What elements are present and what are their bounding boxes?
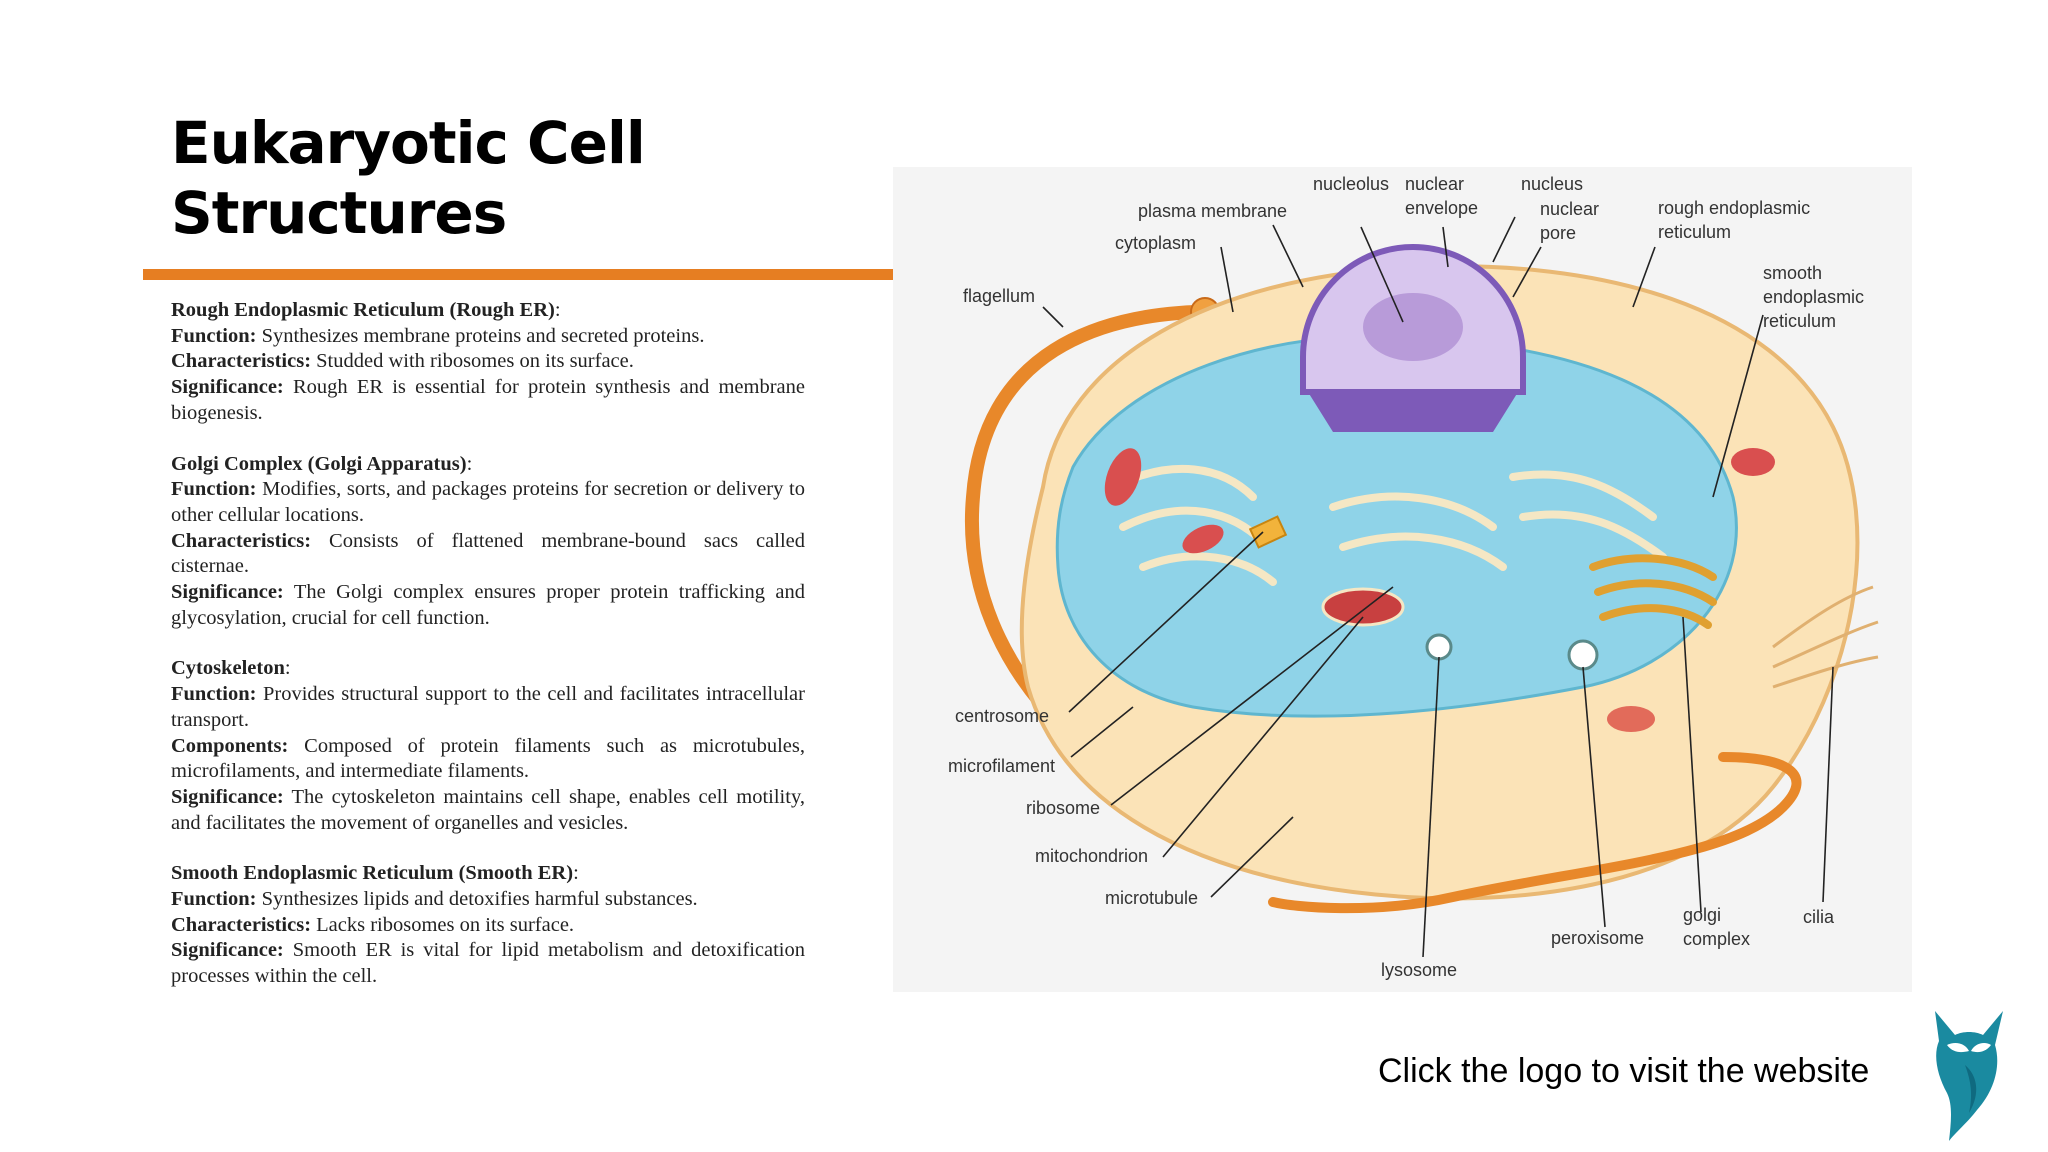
line-label: Significance: <box>171 581 284 604</box>
title-line-1: Eukaryotic Cell <box>171 109 646 177</box>
label-smooth-er-2: endoplasmic <box>1763 287 1864 307</box>
line-text: Smooth ER is vital for lipid metabolism … <box>171 939 805 988</box>
cilia-shape <box>1772 585 1879 689</box>
cilia-tail-shape <box>1268 752 1802 914</box>
label-cilia: cilia <box>1803 907 1835 927</box>
label-ribosome: ribosome <box>1026 798 1100 818</box>
label-peroxisome: peroxisome <box>1551 928 1644 948</box>
title-line-2: Structures <box>171 179 507 247</box>
line-text: Synthesizes membrane proteins and secret… <box>256 324 705 347</box>
section-golgi: Golgi Complex (Golgi Apparatus): Functio… <box>171 452 805 629</box>
section-title: Rough Endoplasmic Reticulum (Rough ER) <box>171 299 555 321</box>
owl-logo-icon[interactable] <box>1925 1005 2005 1145</box>
line-label: Function: <box>171 888 257 911</box>
line-label: Characteristics: <box>171 913 312 936</box>
label-nuclear-envelope-1: nuclear <box>1405 174 1464 194</box>
line-text: Provides structural support to the cell … <box>171 683 805 731</box>
line-text: Studded with ribosomes on its surface. <box>311 350 634 373</box>
label-microtubule: microtubule <box>1105 888 1198 908</box>
visit-website-caption: Click the logo to visit the website <box>1378 1052 1870 1090</box>
label-golgi-1: golgi <box>1683 905 1721 925</box>
line-label: Components: <box>171 734 289 757</box>
flagellum-shape <box>965 304 1240 734</box>
lysosome-shape <box>1425 633 1453 661</box>
line-label: Function: <box>171 478 257 501</box>
line-text: Synthesizes lipids and detoxifies harmfu… <box>256 888 698 911</box>
mitochondrion-shape <box>1104 448 1142 506</box>
mitochondrion-shape <box>1182 524 1224 554</box>
line-label: Significance: <box>171 939 284 962</box>
line-label: Function: <box>171 683 257 706</box>
section-cytoskeleton: Cytoskeleton: Function: Provides structu… <box>171 657 805 834</box>
line-label: Characteristics: <box>171 350 312 373</box>
line-label: Function: <box>171 324 257 347</box>
label-golgi-2: complex <box>1683 929 1750 949</box>
label-nucleus: nucleus <box>1521 174 1583 194</box>
label-nucleolus: nucleolus <box>1313 174 1389 194</box>
label-rough-er-2: reticulum <box>1658 222 1731 242</box>
label-cytoplasm: cytoplasm <box>1115 233 1196 253</box>
content-panel: Rough Endoplasmic Reticulum (Rough ER): … <box>171 298 805 1015</box>
label-nuclear-pore-2: pore <box>1540 223 1576 243</box>
label-smooth-er-3: reticulum <box>1763 311 1836 331</box>
slide-title: Eukaryotic Cell Structures <box>171 108 646 248</box>
section-title: Cytoskeleton <box>171 657 285 680</box>
centrosome-shape <box>1248 515 1288 549</box>
golgi-shape <box>1589 554 1717 629</box>
line-label: Significance: <box>171 785 284 808</box>
nuclear-envelope-shape <box>1308 392 1518 432</box>
line-label: Characteristics: <box>171 529 312 552</box>
section-rough-er: Rough Endoplasmic Reticulum (Rough ER): … <box>171 299 805 424</box>
section-title: Smooth Endoplasmic Reticulum (Smooth ER) <box>171 862 574 885</box>
line-text: Lacks ribosomes on its surface. <box>311 913 575 936</box>
line-text: Composed of protein filaments such as mi… <box>171 734 805 783</box>
cell-diagram: nucleolus nuclear envelope nucleus nucle… <box>893 167 1912 992</box>
line-text: Modifies, sorts, and packages proteins f… <box>171 478 805 526</box>
leader-lines <box>1042 216 1834 958</box>
mitochondrion-shape <box>1607 706 1655 732</box>
label-mitochondrion: mitochondrion <box>1035 846 1148 866</box>
title-accent-bar <box>143 269 893 280</box>
label-flagellum: flagellum <box>963 286 1035 306</box>
line-text: The cytoskeleton maintains cell shape, e… <box>171 785 805 834</box>
mitochondrion-shape <box>1321 587 1405 627</box>
section-title: Golgi Complex (Golgi Apparatus) <box>171 452 467 475</box>
line-label: Significance: <box>171 376 284 399</box>
label-nuclear-envelope-2: envelope <box>1405 198 1478 218</box>
peroxisome-shape <box>1567 639 1599 671</box>
label-centrosome: centrosome <box>955 706 1049 726</box>
line-text: Consists of flattened membrane-bound sac… <box>171 529 805 578</box>
label-smooth-er-1: smooth <box>1763 263 1822 283</box>
label-nuclear-pore-1: nuclear <box>1540 199 1599 219</box>
label-lysosome: lysosome <box>1381 960 1457 980</box>
section-smooth-er: Smooth Endoplasmic Reticulum (Smooth ER)… <box>171 862 805 988</box>
nucleolus-shape <box>1363 293 1463 361</box>
line-text: The Golgi complex ensures proper protein… <box>171 581 805 629</box>
label-microfilament: microfilament <box>948 756 1055 776</box>
line-text: Rough ER is essential for protein synthe… <box>171 376 805 424</box>
label-rough-er-1: rough endoplasmic <box>1658 198 1810 218</box>
mitochondrion-shape <box>1731 448 1775 476</box>
label-plasma-membrane: plasma membrane <box>1138 201 1287 221</box>
